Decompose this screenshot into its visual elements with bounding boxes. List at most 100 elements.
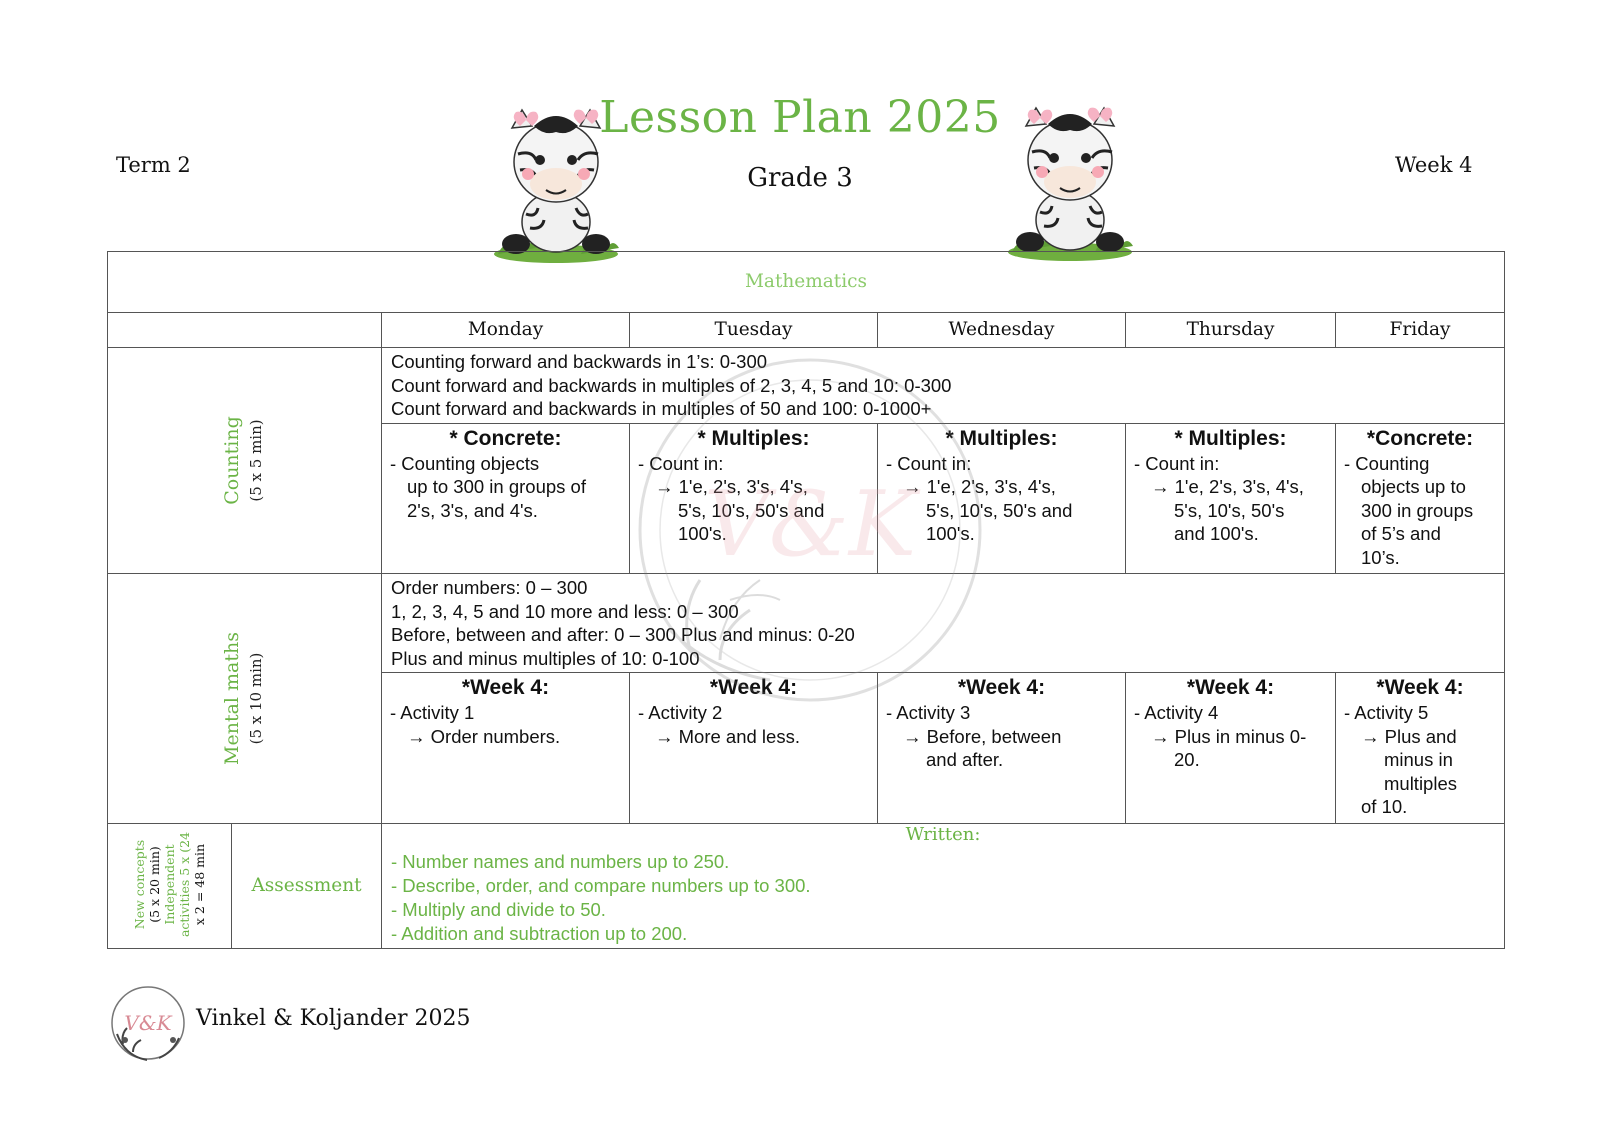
activity-line: - Activity 1: [390, 702, 475, 723]
mental-overview-line: Plus and minus multiples of 10: 0-100: [391, 647, 700, 669]
assessment-heading: Written:: [905, 823, 981, 845]
new-concepts-label: New concepts: [131, 839, 147, 929]
mental-duration: (5 x 10 min): [246, 652, 265, 745]
counting-friday-cell: *Concrete: - Counting objects up to 300 …: [1334, 422, 1506, 574]
assessment-item: - Addition and subtraction up to 200.: [391, 922, 688, 944]
activity-line: → Plus in minus 0-: [1151, 725, 1307, 747]
activity-line: - Count in:: [1134, 452, 1220, 474]
counting-overview: Counting forward and backwards in 1’s: 0…: [380, 347, 1506, 424]
activity-line: 10’s.: [1361, 546, 1400, 568]
term-label: Term 2: [116, 153, 191, 177]
counting-overview-line: Counting forward and backwards in 1’s: 0…: [391, 351, 768, 372]
activity-line: 20.: [1174, 749, 1200, 770]
activity-line: and after.: [926, 749, 1004, 770]
activity-line: - Counting objects: [390, 452, 540, 474]
zebra-icon: [494, 108, 619, 263]
independent-duration: activities 5 x (24: [176, 831, 192, 937]
counting-wednesday-cell: * Multiples: - Count in: → 1'e, 2's, 3's…: [877, 422, 1126, 574]
activity-line: - Activity 5: [1344, 702, 1429, 723]
day-friday: Friday: [1334, 312, 1506, 348]
activity-heading: * Multiples:: [697, 426, 810, 450]
activity-line: - Activity 4: [1134, 702, 1219, 723]
footer-credit: Vinkel & Koljander 2025: [196, 1006, 471, 1031]
activity-heading: * Concrete:: [449, 426, 562, 450]
day-monday: Monday: [381, 312, 630, 348]
activity-line: → 1'e, 2's, 3's, 4's,: [1151, 476, 1304, 497]
activity-heading: *Week 4:: [461, 676, 550, 699]
mental-overview: Order numbers: 0 – 300 1, 2, 3, 4, 5 and…: [380, 573, 1506, 673]
activity-heading: *Week 4:: [1376, 676, 1464, 699]
assessment-item: - Number names and numbers up to 250.: [391, 850, 730, 872]
mental-wednesday-cell: *Week 4: - Activity 3 → Before, between …: [877, 672, 1126, 824]
counting-overview-line: Count forward and backwards in multiples…: [391, 398, 932, 419]
day-thursday: Thursday: [1125, 312, 1336, 348]
day-wednesday: Wednesday: [877, 312, 1126, 348]
zebra-icon: [1008, 106, 1133, 261]
counting-overview-line: Count forward and backwards in multiples…: [391, 374, 952, 396]
activity-heading: *Week 4:: [957, 676, 1046, 699]
assessment-item: - Describe, order, and compare numbers u…: [391, 874, 811, 896]
activity-line: → Plus and: [1361, 725, 1457, 747]
mental-overview-line: 1, 2, 3, 4, 5 and 10 more and less: 0 – …: [391, 600, 739, 622]
activity-heading: *Concrete:: [1366, 426, 1474, 450]
mental-monday-cell: *Week 4: - Activity 1 → Order numbers.: [381, 672, 630, 824]
assessment-label: Assessment: [231, 822, 382, 949]
mental-friday-cell: *Week 4: - Activity 5 → Plus and minus i…: [1334, 672, 1506, 824]
mental-label: Mental maths: [220, 631, 243, 765]
assessment-side-label: New concepts (5 x 20 min) Independent ac…: [107, 822, 232, 949]
lesson-plan-table: Mathematics Monday Tuesday Wednesday Thu…: [106, 251, 1506, 949]
assessment-content: Written: - Number names and numbers up t…: [380, 822, 1506, 949]
week-label: Week 4: [1395, 153, 1473, 177]
activity-line: - Activity 3: [886, 702, 971, 723]
wreath-logo-icon: V&K: [111, 986, 185, 1061]
activity-line: of 10.: [1361, 796, 1408, 817]
activity-line: → 1'e, 2's, 3's, 4's,: [655, 476, 808, 497]
assessment-item: - Multiply and divide to 50.: [391, 898, 606, 920]
activity-line: and 100's.: [1174, 523, 1259, 544]
counting-monday-cell: * Concrete: - Counting objects up to 300…: [381, 422, 630, 574]
activity-line: objects up to: [1361, 476, 1466, 497]
activity-line: multiples: [1384, 772, 1457, 794]
activity-line: 5's, 10's, 50's and: [926, 499, 1073, 521]
independent-label: Independent: [161, 844, 177, 925]
activity-line: 5's, 10's, 50's and: [678, 499, 825, 521]
svg-text:V&K: V&K: [124, 1011, 172, 1035]
day-tuesday: Tuesday: [629, 312, 878, 348]
counting-thursday-cell: * Multiples: - Count in: → 1'e, 2's, 3's…: [1125, 422, 1336, 574]
activity-heading: * Multiples:: [1174, 426, 1287, 450]
mental-row-label: Mental maths (5 x 10 min): [107, 573, 382, 824]
independent-total: x 2 = 48 min: [191, 843, 207, 925]
activity-line: up to 300 in groups of: [407, 476, 586, 497]
activity-line: - Activity 2: [638, 702, 723, 723]
mental-overview-line: Before, between and after: 0 – 300 Plus …: [391, 624, 855, 645]
mental-tuesday-cell: *Week 4: - Activity 2 → More and less.: [629, 672, 878, 824]
mental-overview-line: Order numbers: 0 – 300: [391, 577, 588, 598]
activity-line: - Count in:: [886, 452, 972, 474]
activity-line: 100's.: [678, 523, 727, 544]
counting-tuesday-cell: * Multiples: - Count in: → 1'e, 2's, 3's…: [629, 422, 878, 574]
blank-header-cell: [107, 312, 382, 348]
activity-line: 2's, 3's, and 4's.: [407, 499, 538, 521]
activity-line: 5's, 10's, 50's: [1174, 499, 1285, 521]
activity-line: → More and less.: [655, 725, 800, 747]
activity-line: → Order numbers.: [407, 725, 561, 747]
counting-row-label: Counting (5 x 5 min): [107, 347, 382, 574]
activity-line: → 1'e, 2's, 3's, 4's,: [903, 476, 1056, 497]
day-header-row: Monday Tuesday Wednesday Thursday Friday: [107, 312, 1506, 348]
activity-heading: * Multiples:: [945, 426, 1058, 450]
activity-line: 300 in groups: [1361, 499, 1474, 521]
activity-line: minus in: [1384, 749, 1453, 770]
activity-line: of 5’s and: [1361, 523, 1441, 544]
activity-heading: *Week 4:: [709, 676, 798, 699]
subject-title: Mathematics: [106, 251, 1506, 313]
activity-line: → Before, between: [903, 725, 1062, 747]
counting-label: Counting: [221, 416, 243, 505]
grade-label: Grade 3: [747, 163, 853, 193]
activity-line: - Count in:: [638, 452, 724, 474]
new-concepts-duration: (5 x 20 min): [146, 846, 162, 923]
activity-heading: *Week 4:: [1186, 676, 1275, 699]
page-title: Lesson Plan 2025: [599, 92, 1001, 143]
activity-line: - Counting: [1344, 452, 1430, 474]
mental-thursday-cell: *Week 4: - Activity 4 → Plus in minus 0-…: [1125, 672, 1336, 824]
counting-duration: (5 x 5 min): [246, 419, 265, 502]
